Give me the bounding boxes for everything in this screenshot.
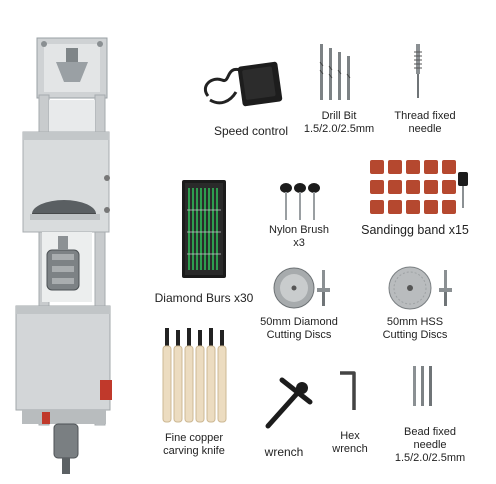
thread-needle-label-line1: Thread fixed	[394, 110, 456, 122]
diamond-discs-label: 50mm Diamond Cutting Discs	[250, 316, 348, 342]
diamond-burs-box-icon	[182, 180, 226, 278]
thread-needle-icon	[414, 44, 422, 98]
sanding-band-label: Sandingg band x15	[361, 223, 469, 237]
diamond-discs-label-line1: 50mm Diamond	[260, 316, 338, 328]
thread-needle-label: Thread fixed needle	[380, 110, 470, 136]
hss-cutting-disc-icon	[388, 266, 452, 310]
drill-bit-label-line2: 1.5/2.0/2.5mm	[303, 123, 375, 135]
nylon-brush-label: Nylon Brush x3	[256, 224, 342, 250]
bead-needle-label-line2: needle	[413, 439, 447, 451]
nylon-brush-label-line1: Nylon Brush	[269, 224, 329, 236]
hss-discs-label-line1: 50mm HSS	[386, 316, 444, 328]
thread-needle-label-line2: needle	[408, 123, 442, 135]
bead-needle-label-line1: Bead fixed	[404, 426, 456, 438]
diamond-burs-label: Diamond Burs x30	[154, 291, 254, 305]
carving-knife-label-line2: carving knife	[163, 445, 225, 457]
hss-discs-label: 50mm HSS Cutting Discs	[370, 316, 460, 342]
sanding-bands-icon	[370, 160, 468, 214]
speed-control-label: Speed control	[213, 124, 289, 138]
hex-wrench-label-line1: Hex	[340, 430, 360, 442]
bead-needle-label: Bead fixed needle 1.5/2.0/2.5mm	[382, 426, 478, 465]
nylon-brush-label-line2: x3	[293, 237, 305, 249]
wrench-label: wrench	[264, 445, 304, 459]
power-adapter-icon	[203, 61, 283, 107]
carving-knife-label-line1: Fine copper	[164, 432, 224, 444]
bead-needle-label-line3: 1.5/2.0/2.5mm	[394, 452, 466, 464]
carving-knives-icon	[162, 328, 227, 423]
hex-wrench-label-line2: wrench	[332, 443, 368, 455]
drill-bits-icon	[319, 44, 351, 100]
diamond-discs-label-line2: Cutting Discs	[266, 329, 332, 341]
carving-knife-label: Fine copper carving knife	[146, 432, 242, 458]
drill-bit-label-line1: Drill Bit	[321, 110, 357, 122]
diamond-cutting-disc-icon	[273, 267, 330, 309]
hex-wrench-icon	[340, 371, 356, 410]
nylon-brush-icon	[280, 183, 320, 220]
hss-discs-label-line2: Cutting Discs	[382, 329, 448, 341]
drill-bit-label: Drill Bit 1.5/2.0/2.5mm	[297, 110, 381, 136]
bead-needle-icon	[413, 366, 432, 406]
hex-wrench-label: Hex wrench	[318, 430, 382, 456]
chuck-wrench-icon	[265, 377, 313, 429]
